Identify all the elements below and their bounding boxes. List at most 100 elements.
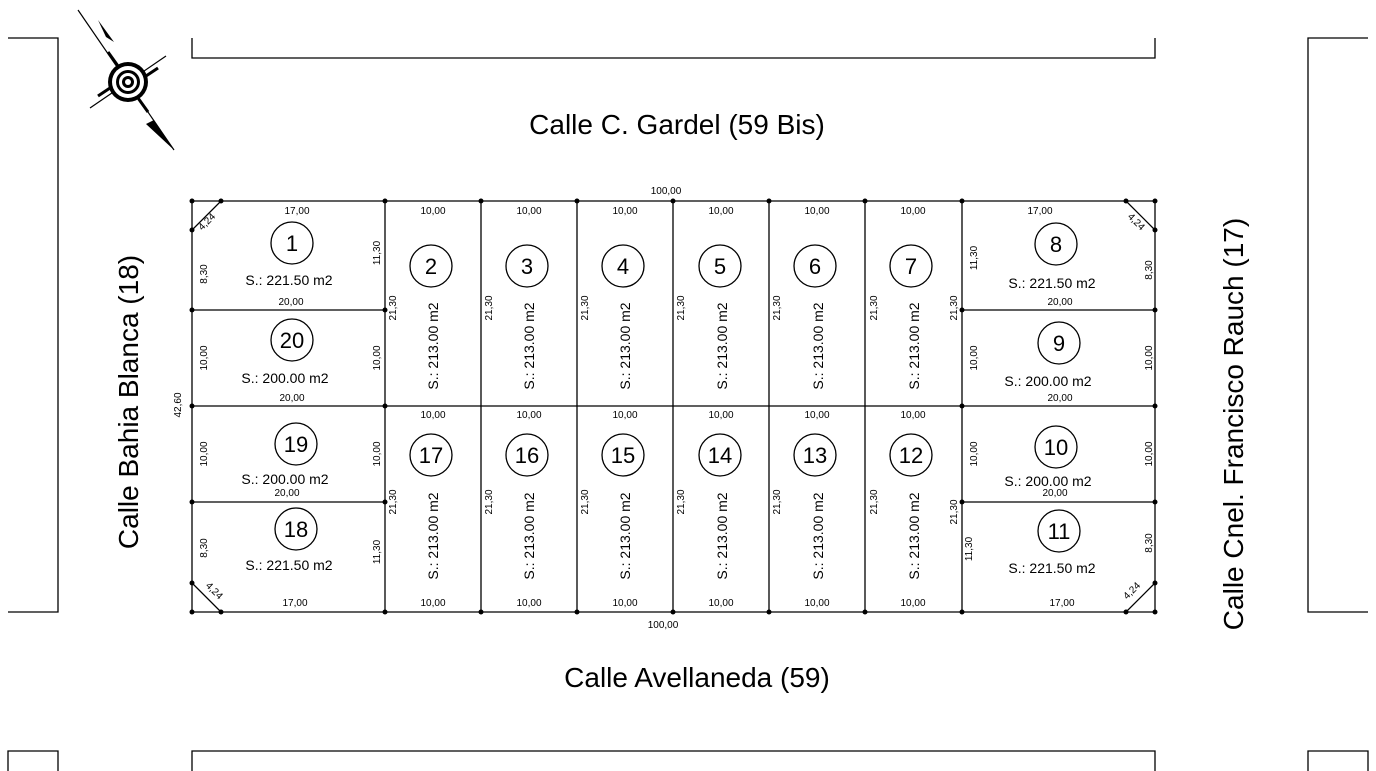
- lot-area: S.: 221.50 m2: [245, 272, 332, 288]
- dim-mid-depth: 21,30: [484, 489, 495, 514]
- dim-corner-side: 8,30: [199, 264, 210, 284]
- lot-15-marker: [601, 433, 645, 477]
- lot-8-marker: [1034, 222, 1078, 266]
- lot-area: S.: 200.00 m2: [1004, 373, 1091, 389]
- lot-area: S.: 213.00 m2: [714, 492, 730, 579]
- dim-mid-depth: 21,30: [484, 295, 495, 320]
- dim-mid-width: 10,00: [420, 410, 445, 421]
- dim-side-depth: 10,00: [199, 345, 210, 370]
- lot-2-marker: [409, 244, 453, 288]
- dim-side-width: 20,00: [1042, 488, 1067, 499]
- lot-number: 4: [617, 254, 629, 279]
- lot-area: S.: 213.00 m2: [810, 302, 826, 389]
- dim-side-depth: 10,00: [1144, 345, 1155, 370]
- lot-area: S.: 221.50 m2: [1008, 560, 1095, 576]
- survey-points: [189, 198, 1158, 615]
- lot-number: 19: [284, 432, 308, 457]
- dim-mid-width: 10,00: [708, 206, 733, 217]
- dim-side-width: 20,00: [1047, 393, 1072, 404]
- lot-area: S.: 213.00 m2: [521, 492, 537, 579]
- dim-side-width: 20,00: [279, 393, 304, 404]
- dim-side-width: 20,00: [278, 297, 303, 308]
- lot-14-marker: [698, 433, 742, 477]
- dim-mid-depth: 21,30: [772, 489, 783, 514]
- lot-20-marker: [270, 318, 314, 362]
- lot-area: S.: 200.00 m2: [241, 370, 328, 386]
- dim-mid-width: 10,00: [900, 410, 925, 421]
- dim-mid-depth: 21,30: [772, 295, 783, 320]
- dim-side-depth: 10,00: [372, 345, 383, 370]
- dim-mid-depth: 21,30: [388, 489, 399, 514]
- lot-area: S.: 213.00 m2: [810, 492, 826, 579]
- lot-17-marker: [409, 433, 453, 477]
- dim-mid-depth: 21,30: [949, 295, 960, 320]
- dim-mid-width: 10,00: [804, 206, 829, 217]
- dim-mid-width: 10,00: [708, 410, 733, 421]
- lot-area: S.: 221.50 m2: [1008, 275, 1095, 291]
- dim-side-depth: 10,00: [199, 441, 210, 466]
- dim-mid-depth: 21,30: [869, 295, 880, 320]
- lot-number: 12: [899, 443, 923, 468]
- lot-number: 7: [905, 254, 917, 279]
- lot-number: 10: [1044, 435, 1068, 460]
- dimension-labels: 100,00 100,00 42,60 4,24 4,24 4,24 4,24 …: [173, 186, 1155, 631]
- lot-1-marker: [270, 221, 314, 265]
- lot-area: S.: 213.00 m2: [617, 302, 633, 389]
- lot-number: 18: [284, 517, 308, 542]
- dim-mid-depth: 21,30: [676, 489, 687, 514]
- lot-area: S.: 213.00 m2: [425, 302, 441, 389]
- dim-total-depth: 42,60: [173, 392, 184, 417]
- dim-total-top: 100,00: [651, 186, 682, 197]
- dim-mid-depth: 21,30: [388, 295, 399, 320]
- dim-corner-front: 17,00: [282, 598, 307, 609]
- dim-mid-width: 10,00: [612, 598, 637, 609]
- dim-mid-width: 10,00: [516, 598, 541, 609]
- dim-mid-depth: 21,30: [580, 295, 591, 320]
- lot-12-marker: [889, 433, 933, 477]
- lot-number: 13: [803, 443, 827, 468]
- neighbor-block-left: [8, 37, 59, 613]
- lot-9-marker: [1037, 321, 1081, 365]
- lot-11-marker: [1037, 509, 1081, 553]
- lot-number: 17: [419, 443, 443, 468]
- dim-corner-front: 17,00: [1049, 598, 1074, 609]
- lot-10-marker: [1034, 425, 1078, 469]
- dim-mid-depth: 21,30: [869, 489, 880, 514]
- street-name-left: Calle Bahia Blanca (18): [113, 255, 144, 549]
- lot-5-marker: [698, 244, 742, 288]
- lot-number: 11: [1048, 519, 1071, 544]
- lot-area: S.: 213.00 m2: [425, 492, 441, 579]
- dim-corner-depth: 11,30: [969, 245, 980, 270]
- dim-mid-width: 10,00: [516, 410, 541, 421]
- dim-mid-width: 10,00: [420, 206, 445, 217]
- dim-corner-depth: 11,30: [372, 539, 383, 564]
- lot-number: 2: [425, 254, 437, 279]
- street-name-bottom: Calle Avellaneda (59): [564, 662, 830, 693]
- dim-mid-width: 10,00: [804, 410, 829, 421]
- lot-number: 6: [809, 254, 821, 279]
- dim-corner-depth: 11,30: [372, 240, 383, 265]
- dim-chamfer: 4,24: [196, 211, 218, 233]
- dim-mid-width: 10,00: [420, 598, 445, 609]
- dim-mid-width: 10,00: [516, 206, 541, 217]
- neighbor-block-right: [1307, 37, 1368, 613]
- lot-number: 5: [714, 254, 726, 279]
- dim-total-bottom: 100,00: [648, 620, 679, 631]
- dim-mid-depth: 21,30: [949, 499, 960, 524]
- compass-rose-icon: [77, 9, 175, 151]
- dim-mid-width: 10,00: [804, 598, 829, 609]
- lot-4-marker: [601, 244, 645, 288]
- lot-16-marker: [505, 433, 549, 477]
- dim-mid-width: 10,00: [708, 598, 733, 609]
- lot-number: 20: [280, 328, 304, 353]
- lot-markers: [270, 221, 1081, 553]
- lot-number: 3: [521, 254, 533, 279]
- lot-area: S.: 213.00 m2: [906, 492, 922, 579]
- dim-mid-width: 10,00: [900, 206, 925, 217]
- lot-number: 16: [515, 443, 539, 468]
- dim-mid-width: 10,00: [612, 410, 637, 421]
- lot-3-marker: [505, 244, 549, 288]
- dim-side-depth: 10,00: [372, 441, 383, 466]
- street-name-right: Calle Cnel. Francisco Rauch (17): [1218, 218, 1249, 630]
